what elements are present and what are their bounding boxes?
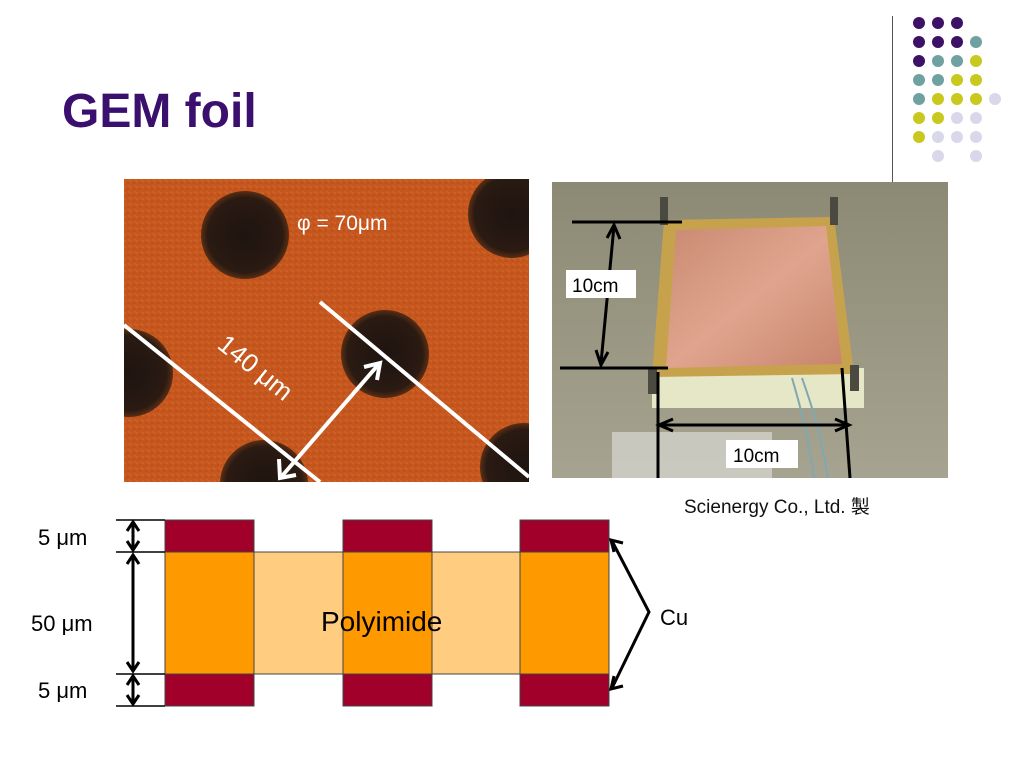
hole [468, 179, 529, 258]
arrow-head [608, 537, 624, 553]
frame-post [850, 365, 859, 391]
gem-foil-photo: 10cm 10cm [552, 182, 948, 478]
copper-top [342, 519, 433, 553]
gem-hole-micrograph: φ = 70μm 140 μm [124, 179, 529, 482]
polyimide-label: Polyimide [321, 606, 442, 637]
copper-label: Cu [660, 605, 688, 630]
frame-post [648, 368, 657, 394]
hole-diameter-label: φ = 70μm [297, 212, 388, 235]
arrow-head [605, 221, 622, 240]
width-label-box [726, 440, 798, 468]
copper-top [164, 519, 255, 553]
arrow-head [834, 417, 853, 433]
hole [201, 191, 289, 279]
height-label-box [566, 270, 636, 298]
copper-bottom [164, 673, 255, 707]
copper-surface [124, 179, 529, 482]
frame-post [830, 197, 838, 225]
frame-post [660, 197, 668, 225]
polyimide-column [342, 551, 433, 675]
arrow-head [655, 417, 674, 433]
bottom-copper-thickness-label: 5 μm [38, 678, 87, 703]
copper-top [519, 519, 610, 553]
top-copper-thickness-label: 5 μm [38, 525, 87, 550]
hole [124, 329, 173, 417]
photo-caption: Scienergy Co., Ltd. 製 [684, 497, 870, 518]
copper-bracket [610, 540, 651, 689]
arrow-head [594, 349, 610, 369]
arrow-head-top [363, 360, 383, 381]
slide-title: GEM foil [62, 85, 257, 138]
height-label: 10cm [572, 276, 618, 297]
pitch-line-left [124, 323, 322, 482]
copper-bottom [342, 673, 433, 707]
polyimide-column [164, 551, 255, 675]
width-label: 10cm [733, 446, 779, 467]
title-divider [892, 16, 893, 182]
decorative-dot-grid [913, 17, 1001, 162]
copper-foil [666, 226, 842, 368]
pitch-arrow [280, 363, 380, 478]
arrow-head-bottom [277, 458, 297, 481]
polyimide-thickness-label: 50 μm [31, 611, 93, 636]
gem-cross-section-diagram: 5 μm 50 μm 5 μm Polyimide Cu [31, 519, 688, 707]
arrow-head [608, 675, 624, 692]
polyimide-column [519, 551, 610, 675]
dot-grid-dots [913, 17, 1001, 162]
pitch-line-right [318, 300, 529, 479]
copper-bottom [519, 673, 610, 707]
